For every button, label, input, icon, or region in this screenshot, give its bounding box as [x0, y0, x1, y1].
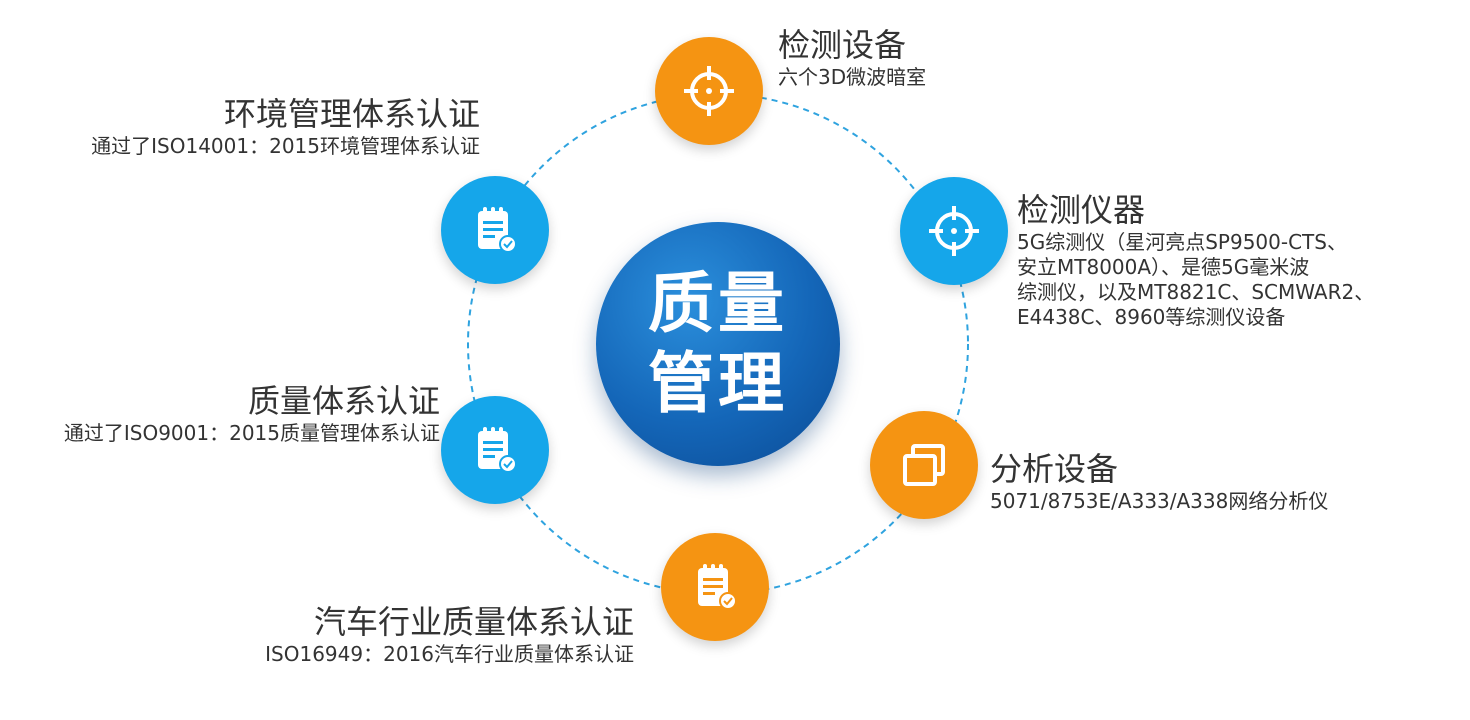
- label-env-cert: 环境管理体系认证 通过了ISO14001：2015环境管理体系认证: [91, 94, 480, 159]
- label-test-equipment: 检测设备 六个3D微波暗室: [778, 25, 926, 90]
- node-auto-cert: [661, 533, 769, 641]
- center-circle: 质量 管理: [596, 222, 840, 466]
- clipboard-check-icon: [478, 427, 517, 473]
- label-test-instruments: 检测仪器 5G综测仪（星河亮点SP9500-CTS、 安立MT8000A）、是德…: [1017, 190, 1374, 330]
- crosshair-icon: [929, 206, 979, 256]
- node-env-cert: [441, 176, 549, 284]
- env-cert-desc: 通过了ISO14001：2015环境管理体系认证: [91, 134, 480, 158]
- label-auto-cert: 汽车行业质量体系认证 ISO16949：2016汽车行业质量体系认证: [265, 602, 634, 667]
- analysis-equipment-desc: 5071/8753E/A333/A338网络分析仪: [990, 489, 1329, 513]
- clipboard-check-icon: [478, 207, 517, 253]
- center-line-2: 管理: [648, 345, 788, 422]
- label-quality-cert: 质量体系认证 通过了ISO9001：2015质量管理体系认证: [64, 381, 440, 446]
- auto-cert-desc: ISO16949：2016汽车行业质量体系认证: [265, 642, 634, 666]
- node-analysis-equipment: [870, 411, 978, 519]
- label-analysis-equipment: 分析设备 5071/8753E/A333/A338网络分析仪: [990, 449, 1328, 514]
- node-quality-cert: [441, 396, 549, 504]
- clipboard-check-icon: [698, 564, 737, 610]
- analysis-equipment-title: 分析设备: [990, 450, 1119, 488]
- test-instruments-desc-line-4: E4438C、8960等综测仪设备: [1017, 305, 1286, 329]
- windows-copy-icon: [903, 444, 945, 486]
- test-instruments-desc-line-1: 5G综测仪（星河亮点SP9500-CTS、: [1017, 230, 1347, 254]
- test-instruments-desc-line-3: 综测仪，以及MT8821C、SCMWAR2、: [1017, 280, 1375, 304]
- crosshair-icon: [684, 66, 734, 116]
- env-cert-title: 环境管理体系认证: [223, 95, 480, 133]
- auto-cert-title: 汽车行业质量体系认证: [313, 603, 634, 641]
- test-equipment-title: 检测设备: [778, 26, 907, 64]
- node-test-instruments: [900, 177, 1008, 285]
- quality-cert-title: 质量体系认证: [247, 382, 440, 420]
- test-instruments-desc-line-2: 安立MT8000A）、是德5G毫米波: [1017, 255, 1310, 279]
- test-equipment-desc: 六个3D微波暗室: [778, 65, 927, 89]
- quality-cert-desc: 通过了ISO9001：2015质量管理体系认证: [63, 421, 440, 445]
- center-line-1: 质量: [648, 265, 788, 342]
- node-test-equipment: [655, 37, 763, 145]
- test-instruments-title: 检测仪器: [1017, 191, 1146, 229]
